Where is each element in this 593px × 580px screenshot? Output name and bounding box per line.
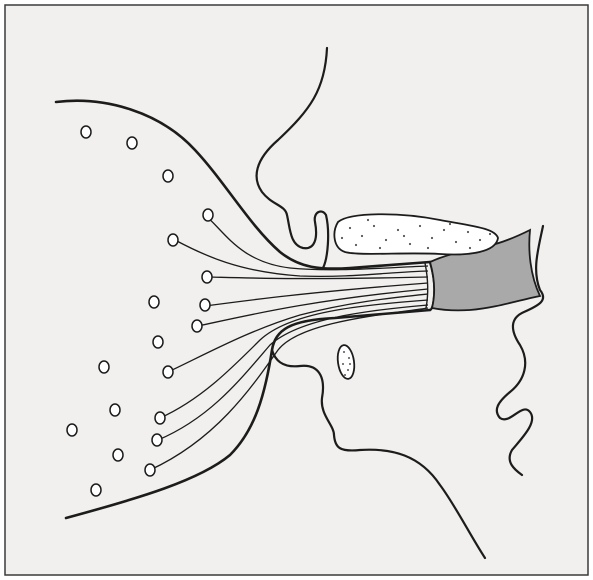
sketch-frame xyxy=(0,0,593,580)
sketch-drawing xyxy=(0,0,593,580)
